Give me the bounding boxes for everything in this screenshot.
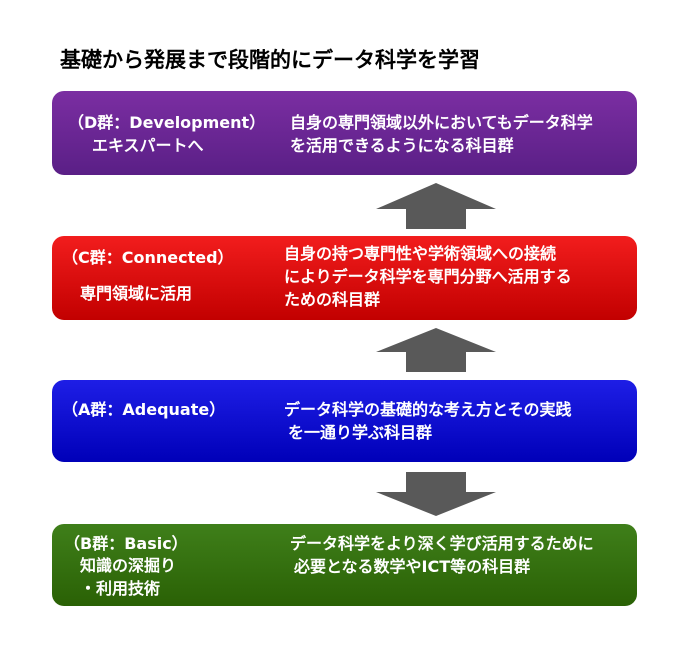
group-c-desc-line-3: ための科目群 — [284, 290, 381, 309]
group-a-desc-line-2: を一通り学ぶ科目群 — [288, 423, 433, 442]
group-c-subheading: 専門領域に活用 — [80, 284, 193, 303]
arrow-down-icon — [376, 472, 496, 516]
group-b-desc-line-1: データ科学をより深く学び活用するために — [290, 534, 594, 553]
group-d-heading: （D群：Development） — [68, 113, 266, 132]
group-b-desc-line-2: 必要となる数学やICT等の科目群 — [294, 557, 531, 576]
group-d-desc-line-1: 自身の専門領域以外においてもデータ科学 — [290, 113, 593, 132]
group-a-heading: （A群：Adequate） — [62, 400, 226, 419]
group-b-sub-line-2: ・利用技術 — [80, 579, 161, 598]
group-c-desc-line-2: によりデータ科学を専門分野へ活用する — [284, 267, 572, 286]
group-b-sub-line-1: 知識の深掘り — [80, 556, 177, 575]
arrow-up-icon — [376, 328, 496, 372]
arrow-up-icon — [376, 183, 496, 229]
group-b-heading: （B群：Basic） — [64, 534, 188, 553]
group-c-heading: （C群：Connected） — [62, 248, 234, 267]
group-c-box: （C群：Connected） 専門領域に活用 自身の持つ専門性や学術領域への接続… — [52, 236, 637, 320]
group-d-box: （D群：Development） エキスパートへ 自身の専門領域以外においてもデ… — [52, 91, 637, 175]
diagram-title: 基礎から発展まで段階的にデータ科学を学習 — [60, 48, 480, 72]
group-a-desc-line-1: データ科学の基礎的な考え方とその実践 — [284, 400, 572, 419]
group-b-box: （B群：Basic） 知識の深掘り ・利用技術 データ科学をより深く学び活用する… — [52, 524, 637, 606]
group-d-subheading: エキスパートへ — [92, 136, 204, 155]
group-c-desc-line-1: 自身の持つ専門性や学術領域への接続 — [284, 244, 557, 263]
group-a-box: （A群：Adequate） データ科学の基礎的な考え方とその実践 を一通り学ぶ科… — [52, 380, 637, 462]
group-d-desc-line-2: を活用できるようになる科目群 — [290, 136, 514, 155]
